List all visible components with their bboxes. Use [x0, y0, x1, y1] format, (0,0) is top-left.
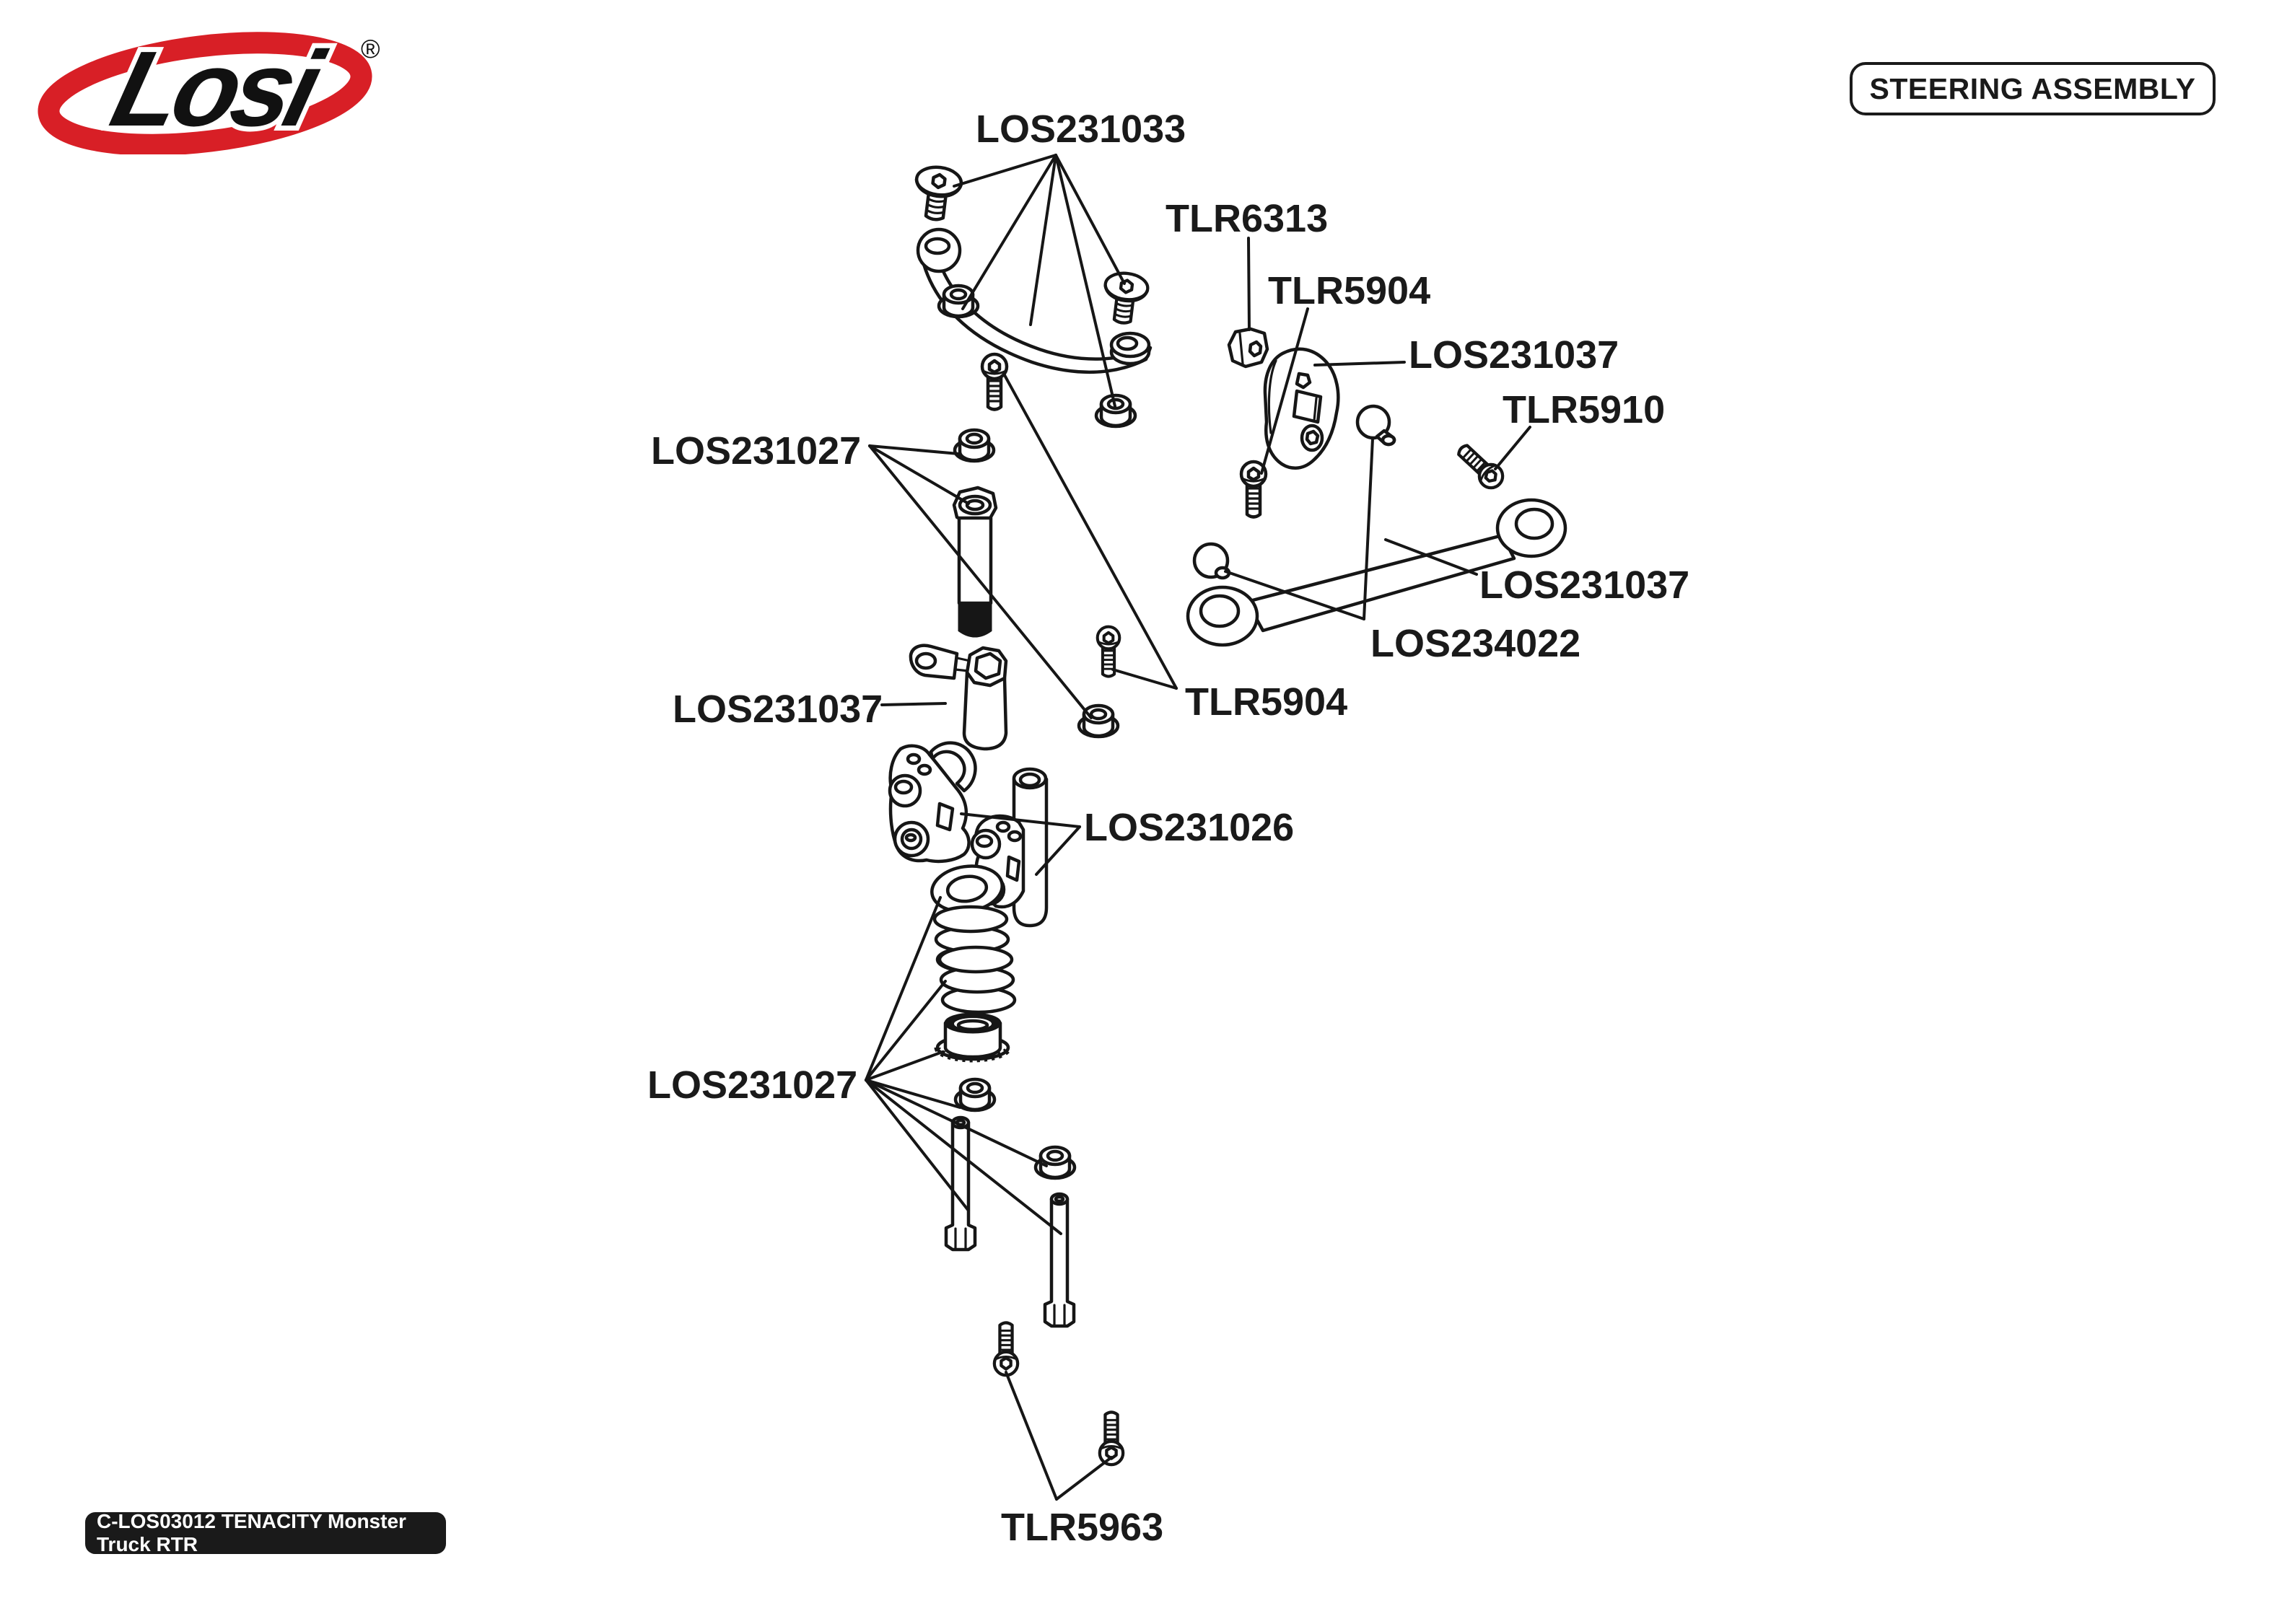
part-label-los231037-post: LOS231037	[673, 688, 883, 731]
part-label-los231027-top: LOS231027	[651, 429, 861, 473]
part-drawing-servo-saver-right	[970, 767, 1049, 928]
part-drawing-shoulder-screw-left	[912, 164, 963, 222]
leader-los231033	[953, 154, 1126, 408]
part-drawing-bushing-top-left	[939, 286, 978, 317]
leader-los234022	[1224, 437, 1374, 620]
part-label-los231037-arm: LOS231037	[1479, 563, 1689, 607]
part-drawing-pivot-ball-lower	[1192, 542, 1231, 580]
part-drawing-post-left	[946, 1118, 975, 1250]
part-drawing-threaded-post	[952, 486, 998, 638]
losi-logo-graphic: Losi ®	[38, 24, 380, 156]
part-drawing-steering-arm	[1186, 498, 1567, 647]
page-title: STEERING ASSEMBLY	[1850, 62, 2216, 115]
part-label-los231033: LOS231033	[976, 107, 1186, 151]
part-label-tlr5904-bottom: TLR5904	[1185, 680, 1347, 724]
model-badge: C-LOS03012 TENACITY Monster Truck RTR	[85, 1510, 446, 1555]
part-drawing-bushing-mid-left	[955, 430, 994, 461]
model-badge-text: C-LOS03012 TENACITY Monster Truck RTR	[97, 1510, 406, 1555]
part-drawing-steering-post	[909, 644, 1008, 751]
leader-tlr5910	[1494, 426, 1531, 470]
leader-los231037-arm	[1384, 538, 1478, 576]
part-drawing-tlr5963-screw-left	[994, 1322, 1018, 1375]
part-drawing-knurled-collar	[934, 1012, 1012, 1063]
part-drawing-bushing-top-right	[1096, 395, 1135, 426]
leader-los231037-post	[880, 702, 947, 706]
part-drawing-shoulder-screw-right	[1101, 271, 1150, 325]
part-drawing-bushing-stack	[955, 1079, 994, 1110]
part-label-tlr6313: TLR6313	[1166, 197, 1328, 240]
leader-tlr5963	[1005, 1371, 1113, 1501]
losi-brand-text: Losi	[101, 29, 336, 148]
leader-tlr5904-upper	[1260, 307, 1309, 475]
part-drawing-bellcrank-plate	[1263, 347, 1340, 470]
part-drawing-pivot-ball-upper	[1355, 404, 1396, 447]
losi-logo: Losi ®	[38, 24, 384, 156]
leader-tlr5904-lower	[1003, 374, 1178, 690]
part-drawing-hex-nut	[1227, 327, 1269, 369]
part-drawing-spring-lower	[940, 947, 1015, 1012]
part-label-tlr5904-top: TLR5904	[1268, 269, 1430, 312]
part-label-los231027-bottom: LOS231027	[647, 1063, 857, 1107]
leader-los231027-lower	[865, 896, 1062, 1235]
part-drawing-post-right	[1045, 1194, 1074, 1326]
leader-tlr6313	[1247, 237, 1251, 331]
part-drawing-small-button-screw	[1098, 627, 1120, 677]
page-title-text: STEERING ASSEMBLY	[1869, 71, 2196, 105]
part-label-los234022: LOS234022	[1370, 622, 1580, 665]
leader-los231037-bellcrank	[1313, 361, 1406, 367]
part-label-tlr5910: TLR5910	[1503, 388, 1665, 431]
part-label-tlr5963: TLR5963	[1001, 1506, 1163, 1549]
registered-trademark: ®	[361, 34, 380, 63]
part-label-los231026: LOS231026	[1084, 806, 1294, 849]
part-drawing-servo-saver-left	[888, 741, 977, 864]
leader-los231027-upper	[868, 444, 1093, 719]
leader-los231026	[960, 812, 1081, 876]
part-label-los231037-bellcrank: LOS231037	[1409, 333, 1619, 377]
losi-swoosh	[38, 32, 372, 156]
part-drawing-button-screw-center	[982, 354, 1007, 410]
